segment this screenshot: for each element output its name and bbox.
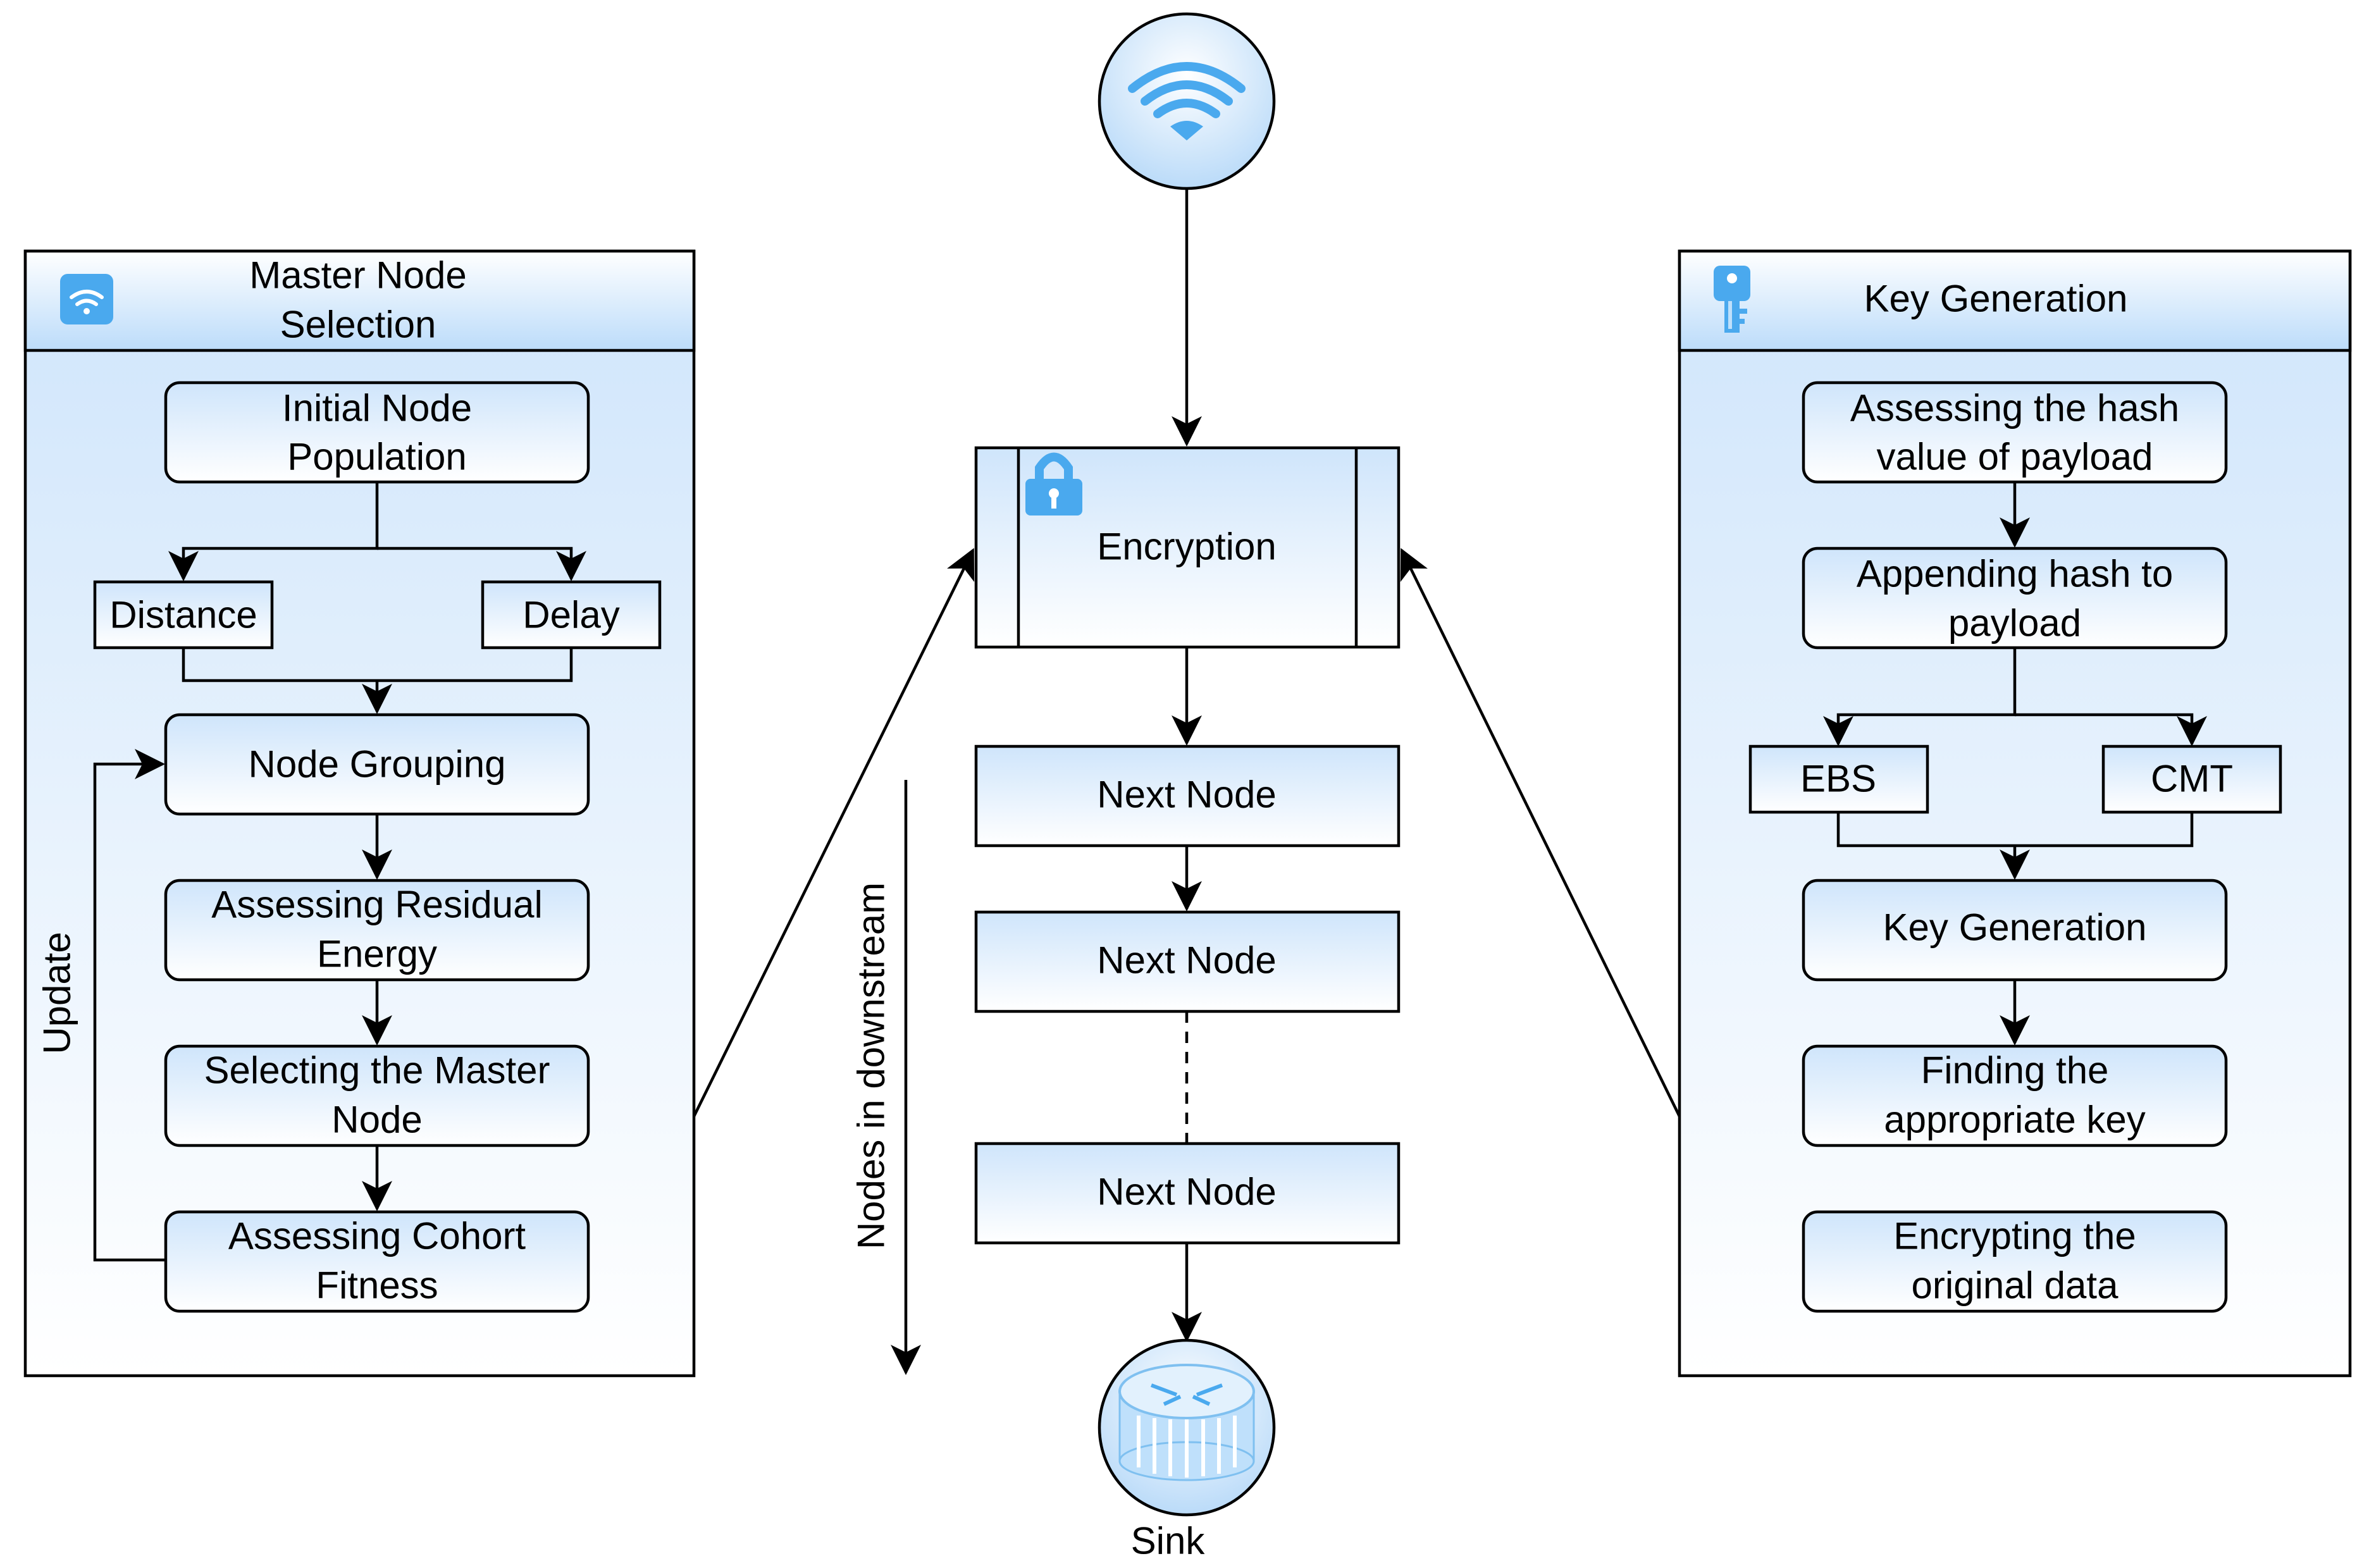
key-generation-panel: Key Generation Assessing the hash value … <box>1678 249 2352 1378</box>
residual-line2: Energy <box>317 933 437 975</box>
key-icon <box>1714 266 1750 333</box>
hash-line2: value of payload <box>1877 436 2153 478</box>
sink-node <box>1098 1338 1276 1517</box>
encryption-label: Encryption <box>1097 526 1276 568</box>
ebs-label: EBS <box>1800 758 1876 800</box>
select-master-line2: Node <box>331 1099 422 1141</box>
next-node-label-1: Next Node <box>1097 774 1276 816</box>
key-generation-label: Key Generation <box>1883 906 2147 949</box>
cohort-fitness-box: Assessing Cohort Fitness <box>164 1210 590 1313</box>
next-node-box-3: Next Node <box>974 1142 1401 1245</box>
source-node <box>1098 12 1276 190</box>
master-node-selection-panel: Master Node Selection Initial Node Popul… <box>23 249 696 1378</box>
arrow-right-panel-to-encryption <box>1400 548 1681 1117</box>
next-node-label-3: Next Node <box>1097 1171 1276 1213</box>
residual-energy-box: Assessing Residual Energy <box>164 879 590 982</box>
ebs-box: EBS <box>1748 744 1929 814</box>
downstream-label: Nodes in downstream <box>850 882 893 1249</box>
next-node-label-2: Next Node <box>1097 939 1276 982</box>
update-label: Update <box>36 932 78 1054</box>
cmt-box: CMT <box>2101 744 2282 814</box>
right-panel-header <box>1678 249 2352 352</box>
distance-label: Distance <box>109 594 257 636</box>
node-grouping-box: Node Grouping <box>164 713 590 816</box>
key-generation-box: Key Generation <box>1802 879 2228 982</box>
cmt-label: CMT <box>2151 758 2233 800</box>
arrow-to-distance <box>168 482 379 581</box>
hash-value-box: Assessing the hash value of payload <box>1802 381 2228 484</box>
cohort-line1: Assessing Cohort <box>228 1215 526 1257</box>
encrypting-line1: Encrypting the <box>1893 1215 2136 1257</box>
right-panel-title: Key Generation <box>1864 278 2128 320</box>
left-panel-header <box>23 249 696 352</box>
left-panel-title-line1: Master Node <box>249 254 466 297</box>
sink-label: Sink <box>1131 1520 1206 1562</box>
append-hash-box: Appending hash to payload <box>1802 546 2228 650</box>
lock-icon <box>1025 452 1082 515</box>
finding-line2: appropriate key <box>1884 1099 2146 1141</box>
next-node-box-2: Next Node <box>974 910 1401 1013</box>
encrypting-data-box: Encrypting the original data <box>1802 1210 2228 1313</box>
delay-label: Delay <box>523 594 619 636</box>
node-grouping-label: Node Grouping <box>249 743 506 786</box>
wifi-icon <box>1128 62 1246 140</box>
router-icon <box>1118 1364 1255 1481</box>
initial-node-line2: Population <box>287 436 467 478</box>
initial-node-line1: Initial Node <box>282 387 472 429</box>
arrow-left-panel-to-encryption <box>692 548 975 1117</box>
append-line1: Appending hash to <box>1857 553 2173 595</box>
arrow-to-ebs <box>1823 648 2017 746</box>
finding-key-box: Finding the appropriate key <box>1802 1044 2228 1147</box>
cohort-line2: Fitness <box>316 1264 438 1307</box>
hash-line1: Assessing the hash <box>1850 387 2179 429</box>
next-node-box-1: Next Node <box>974 744 1401 848</box>
append-line2: payload <box>1948 602 2081 645</box>
wifi-icon <box>60 274 113 324</box>
distance-box: Distance <box>93 580 274 650</box>
encryption-box: Encryption <box>974 446 1401 649</box>
delay-box: Delay <box>481 580 662 650</box>
finding-line1: Finding the <box>1921 1049 2109 1092</box>
select-master-line1: Selecting the Master <box>204 1049 550 1092</box>
update-loop-arrow <box>93 749 166 1262</box>
arrow-to-delay <box>377 546 586 581</box>
left-panel-title-line2: Selection <box>280 304 436 346</box>
arrow-to-cmt <box>2015 713 2207 746</box>
center-flow: Encryption Next Node Next Node Next Node <box>850 12 1401 1562</box>
encrypting-line2: original data <box>1912 1264 2119 1307</box>
select-master-box: Selecting the Master Node <box>164 1044 590 1147</box>
initial-node-population-box: Initial Node Population <box>164 381 590 484</box>
residual-line1: Assessing Residual <box>211 884 543 926</box>
